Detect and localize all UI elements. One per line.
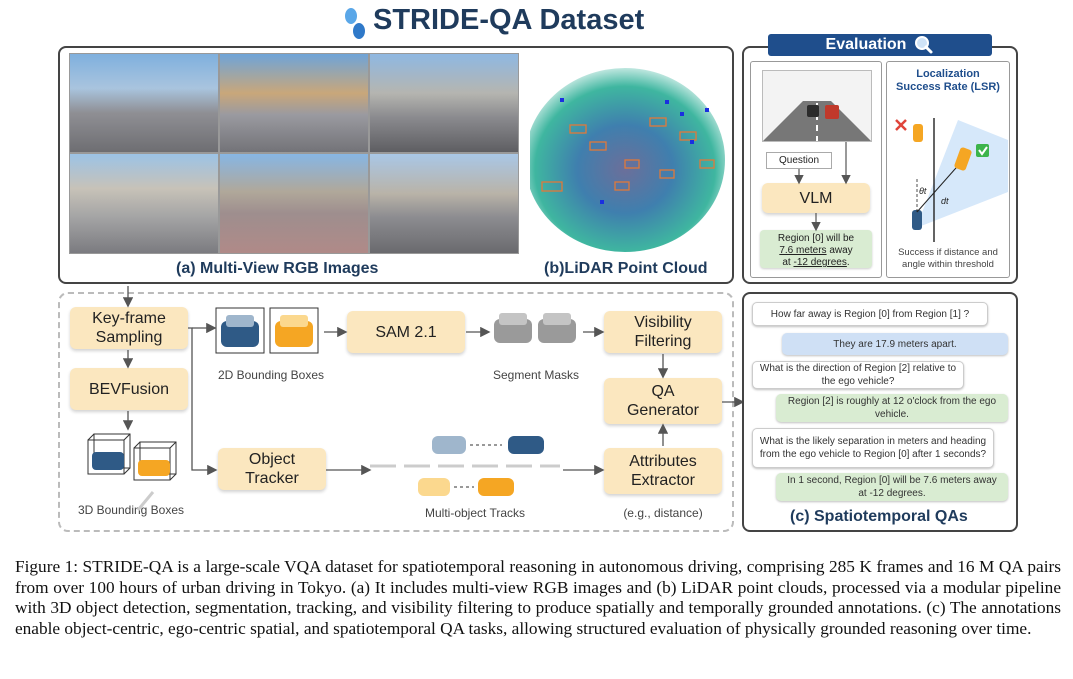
figure-caption: Figure 1: STRIDE-QA is a large-scale VQA… <box>15 557 1061 638</box>
sam-node: SAM 2.1 <box>347 311 465 353</box>
ego-view-image <box>762 70 872 142</box>
rgb-image <box>69 153 219 254</box>
rgb-image <box>69 53 219 153</box>
answer-line-1: Region [0] will be <box>777 233 855 244</box>
evaluation-title: Evaluation <box>825 36 907 53</box>
qa-answer-3: In 1 second, Region [0] will be 7.6 mete… <box>776 473 1008 501</box>
vlm-box: VLM <box>762 183 870 213</box>
lsr-title-line-2: Success Rate (LSR) <box>896 81 1000 93</box>
box3d-illustration <box>87 433 177 481</box>
answer-line-2: away <box>826 245 853 256</box>
lsr-note: Success if distance and angle within thr… <box>888 247 1008 271</box>
visibility-filtering-node: Visibility Filtering <box>604 311 722 353</box>
vlm-arrows <box>794 142 851 232</box>
rgb-image <box>219 153 369 254</box>
title-logo <box>340 6 370 40</box>
lsr-note-line-2: angle within threshold <box>902 259 994 270</box>
keyframe-sampling-node: Key-frame Sampling <box>70 307 188 349</box>
segment-masks-illustration <box>494 313 576 343</box>
box2d-caption: 2D Bounding Boxes <box>217 368 325 382</box>
qa-panel-label: (c) Spatiotemporal QAs <box>790 508 968 525</box>
pipeline-arrows <box>122 286 745 511</box>
segment-masks-caption: Segment Masks <box>492 368 580 382</box>
qa-answer-1: They are 17.9 meters apart. <box>782 333 1008 355</box>
box3d-caption: 3D Bounding Boxes <box>77 503 185 517</box>
page-title: STRIDE-QA Dataset <box>373 4 645 36</box>
lsr-subpanel <box>886 61 1010 278</box>
object-tracker-node: Object Tracker <box>218 448 326 490</box>
fail-icon <box>895 119 907 131</box>
vlm-answer: Region [0] will be 7.6 meters away at -1… <box>760 230 872 268</box>
tracks-caption: Multi-object Tracks <box>424 506 526 520</box>
lsr-theta-label: θt <box>919 186 927 196</box>
footprints-icon <box>345 8 365 39</box>
rgb-image <box>369 153 519 254</box>
qa-answer-2: Region [2] is roughly at 12 o'clock from… <box>776 394 1008 422</box>
answer-angle: -12 degrees <box>793 257 847 268</box>
lsr-note-line-1: Success if distance and <box>898 247 998 258</box>
lsr-distance-label: dt <box>941 196 949 206</box>
rgb-image <box>369 53 519 153</box>
answer-line-3a: at <box>782 257 794 268</box>
qa-generator-node: QA Generator <box>604 378 722 424</box>
evaluation-header: Evaluation <box>768 34 992 56</box>
pipeline-panel <box>58 292 734 532</box>
magnifier-icon <box>915 36 933 54</box>
rgb-image <box>219 53 369 153</box>
box2d-illustration <box>215 307 319 354</box>
lsr-diagram <box>895 118 1008 242</box>
qa-question-1: How far away is Region [0] from Region [… <box>752 302 988 326</box>
lsr-title-line-1: Localization <box>916 68 980 80</box>
rgb-panel-label: (a) Multi-View RGB Images <box>176 260 379 277</box>
multi-object-tracks-illustration <box>370 436 560 496</box>
lsr-title: Localization Success Rate (LSR) <box>888 68 1008 94</box>
question-label: Question <box>778 155 820 166</box>
bevfusion-node: BEVFusion <box>70 368 188 410</box>
answer-distance: 7.6 meters <box>779 245 827 256</box>
answer-line-3c: . <box>846 257 850 268</box>
attributes-extractor-node: Attributes Extractor <box>604 448 722 494</box>
success-check-icon <box>976 144 989 157</box>
lidar-panel-label: (b)LiDAR Point Cloud <box>544 260 708 277</box>
lidar-point-cloud <box>525 60 728 255</box>
qa-question-2: What is the direction of Region [2] rela… <box>752 361 964 389</box>
vlm-subpanel <box>750 61 882 278</box>
qa-question-3: What is the likely separation in meters … <box>752 428 994 468</box>
question-box: Question <box>766 152 832 169</box>
attributes-example: (e.g., distance) <box>623 506 703 520</box>
